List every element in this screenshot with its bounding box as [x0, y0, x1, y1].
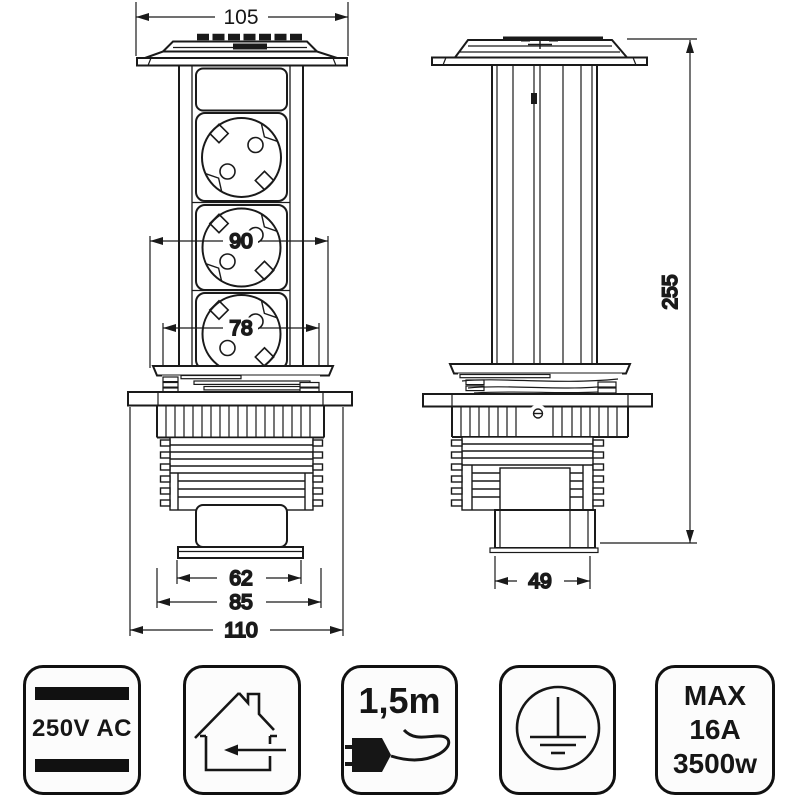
tower-columns-side — [491, 65, 598, 364]
countertop-plate-side — [422, 393, 653, 408]
voltage-badge: 250V AC — [23, 665, 141, 795]
lower-column-side — [489, 509, 599, 554]
thread-section-front — [159, 436, 324, 511]
dim-85-label: 85 — [229, 591, 252, 614]
voltage-bar-top — [35, 687, 129, 700]
voltage-bar-bottom — [35, 759, 129, 772]
dim-62-label: 62 — [229, 567, 252, 590]
screw-icon — [532, 408, 544, 419]
indoor-use-badge — [183, 665, 301, 795]
popup-socket-drawing: 105 — [127, 2, 697, 643]
dimension-top-width — [135, 2, 349, 56]
voltage-label: 250V AC — [32, 714, 132, 742]
socket-module-1 — [195, 112, 288, 202]
dim-78-label: 78 — [229, 317, 252, 340]
dimension-socket-plate — [149, 236, 329, 368]
countertop-plate-front — [127, 391, 353, 407]
technical-drawing: 105 — [127, 2, 697, 643]
max-power-line2: 16A — [689, 714, 741, 745]
plug-cable-icon — [345, 728, 451, 772]
max-power-label: MAX 16A 3500w — [658, 679, 772, 781]
cap-front — [136, 33, 348, 67]
dimension-box — [176, 560, 302, 584]
collar-side — [448, 363, 632, 375]
dim-110-label: 110 — [224, 619, 257, 642]
dim-49-label: 49 — [528, 570, 551, 593]
ribbed-section-front — [156, 405, 325, 439]
ring-section-side — [458, 373, 622, 394]
max-power-line3: 3500w — [672, 748, 758, 779]
dimension-ring — [162, 323, 320, 372]
bottom-box-front — [177, 504, 304, 559]
earth-ground-icon — [515, 685, 601, 771]
dimension-thread — [156, 568, 322, 608]
dimension-height — [600, 38, 697, 544]
front-view: 105 — [127, 2, 353, 643]
cable-length-badge: 1,5m — [341, 665, 458, 795]
dim-105-label: 105 — [223, 6, 258, 29]
dimension-column — [494, 556, 591, 589]
side-view: 49 255 — [422, 36, 697, 594]
collar-front — [151, 365, 335, 377]
thread-section-side — [450, 436, 605, 511]
house-arrow-icon — [194, 692, 286, 772]
dimension-base-plate — [129, 407, 344, 636]
dim-90-label: 90 — [229, 230, 252, 253]
ribbed-section-side — [451, 404, 629, 438]
max-power-badge: MAX 16A 3500w — [655, 665, 775, 795]
ground-badge — [499, 665, 616, 795]
ring-section-front — [162, 374, 320, 394]
certification-badges: 250V AC 1,5m — [0, 665, 800, 795]
cap-side — [431, 36, 648, 66]
max-power-line1: MAX — [683, 680, 747, 711]
blank-module — [195, 67, 288, 112]
dim-255-label: 255 — [659, 274, 682, 309]
cable-length-label: 1,5m — [358, 680, 441, 721]
